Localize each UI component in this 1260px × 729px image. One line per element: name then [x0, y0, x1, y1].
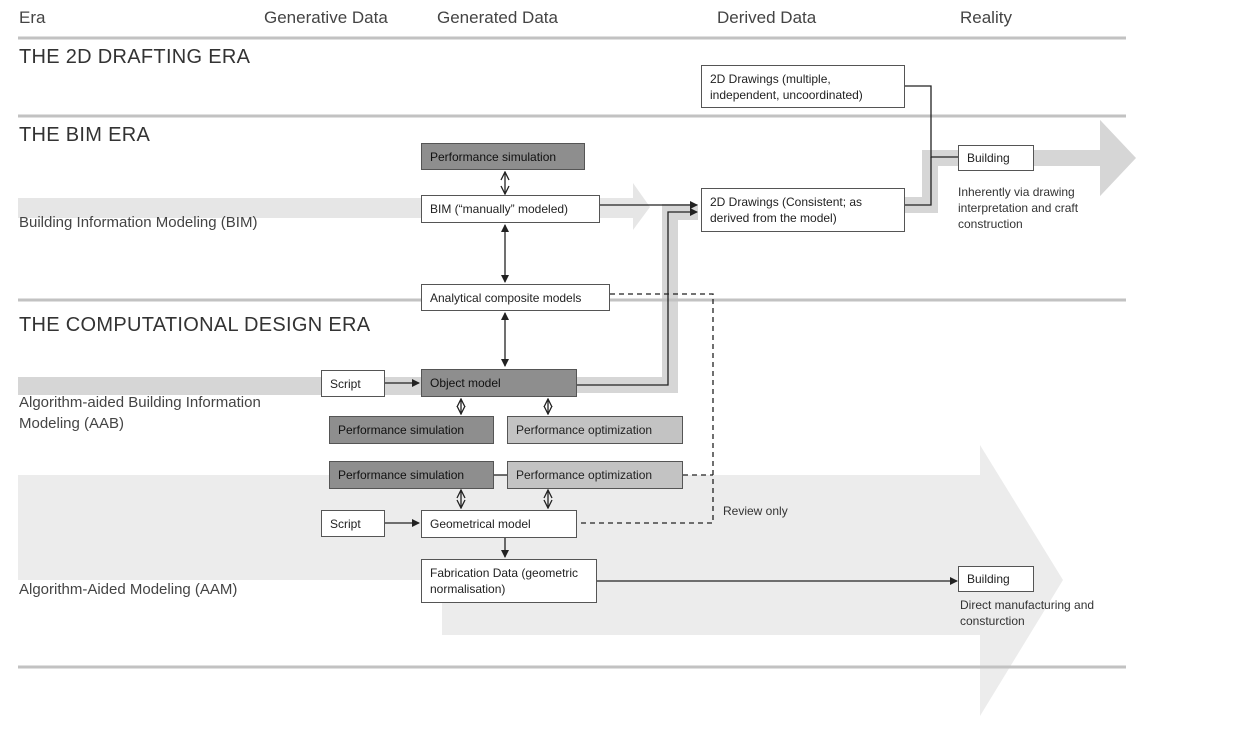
- box-building-bottom: Building: [958, 566, 1034, 592]
- box-geometrical-model: Geometrical model: [421, 510, 577, 538]
- header-generative-data: Generative Data: [264, 8, 388, 27]
- note-review-only: Review only: [723, 504, 788, 518]
- box-aab-performance-optimization: Performance optimization: [507, 416, 683, 444]
- era-title-computational: THE COMPUTATIONAL DESIGN ERA: [19, 314, 371, 336]
- box-bim-manual: BIM (“manually” modeled): [421, 195, 600, 223]
- connector-bim-building: [905, 157, 932, 206]
- connector-object-drawings: [577, 208, 698, 386]
- header-derived-data: Derived Data: [717, 8, 817, 27]
- box-building-top: Building: [958, 145, 1034, 171]
- note-direct-manufacturing: Direct manufacturing and consturction: [960, 598, 1095, 628]
- note-inherently: Inherently via drawing interpretation an…: [958, 185, 1079, 231]
- box-fabrication-data: Fabrication Data (geometric normalisatio…: [421, 559, 597, 603]
- box-aab-performance-simulation: Performance simulation: [329, 416, 494, 444]
- box-bim-performance-simulation: Performance simulation: [421, 143, 585, 170]
- box-script-aam: Script: [321, 510, 385, 537]
- row-label-aab: Algorithm-aided Building Information Mod…: [19, 394, 261, 432]
- box-script-aab: Script: [321, 370, 385, 397]
- review-dashed-line: [577, 293, 714, 524]
- box-aam-performance-simulation: Performance simulation: [329, 461, 494, 489]
- header-generated-data: Generated Data: [437, 8, 558, 27]
- header-reality: Reality: [960, 8, 1012, 27]
- row-label-aam: Algorithm-Aided Modeling (AAM): [19, 581, 238, 598]
- box-analytical-composite-models: Analytical composite models: [421, 284, 610, 311]
- header-era: Era: [19, 8, 46, 27]
- bim-band-arrow: [18, 183, 650, 230]
- row-label-bim: Building Information Modeling (BIM): [19, 214, 258, 231]
- box-aam-performance-optimization: Performance optimization: [507, 461, 683, 489]
- era-title-bim: THE BIM ERA: [19, 124, 151, 146]
- box-2d-drawings-consistent: 2D Drawings (Consistent; as derived from…: [701, 188, 905, 232]
- box-2d-drawings-uncoordinated: 2D Drawings (multiple, independent, unco…: [701, 65, 905, 108]
- box-object-model: Object model: [421, 369, 577, 397]
- connector-drafting-building: [905, 85, 958, 158]
- era-title-drafting: THE 2D DRAFTING ERA: [19, 46, 251, 68]
